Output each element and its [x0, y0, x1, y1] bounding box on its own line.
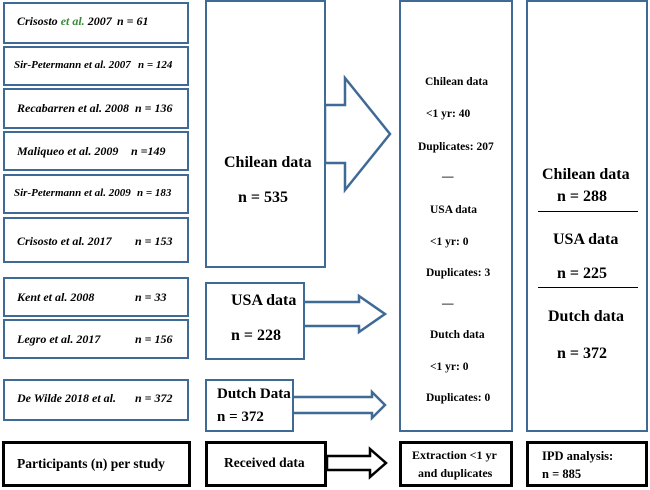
study-author: Legro et al. 2017 — [17, 332, 101, 346]
study-n: n = 153 — [135, 234, 173, 248]
footer-ipd-box: IPD analysis: n = 885 — [526, 441, 648, 487]
study-box-crisosto-2007: Crisosto et al. 2007 n = 61 — [3, 2, 189, 44]
received-usa-label: USA data — [231, 292, 297, 309]
ipd-usa-n: n = 225 — [557, 265, 608, 282]
study-author: Maliqueo et al. 2009 — [17, 144, 119, 158]
study-author: Recabarren et al. 2008 — [17, 101, 129, 115]
received-chilean-box: Chilean data n = 535 — [205, 0, 326, 268]
study-box-recabarren-2008: Recabarren et al. 2008 n = 136 — [3, 88, 189, 129]
footer-extraction-line2: and duplicates — [418, 466, 493, 480]
arrow-usa — [301, 293, 388, 335]
footer-participants-box: Participants (n) per study — [2, 441, 191, 487]
study-author: Crisosto et al. 2017 — [17, 234, 112, 248]
study-box-crisosto-2017: Crisosto et al. 2017 n = 153 — [3, 217, 189, 263]
study-n: n = 61 — [117, 14, 149, 28]
study-n: n = 33 — [135, 290, 167, 304]
study-box-de-wilde-2018: De Wilde 2018 et al. n = 372 — [3, 379, 189, 421]
received-usa-box: USA data n = 228 — [205, 282, 305, 360]
extraction-box: Chilean data <1 yr: 40 Duplicates: 207 —… — [399, 0, 513, 432]
extraction-line: USA data — [430, 204, 477, 216]
ipd-box: Chilean data n = 288 USA data n = 225 Du… — [526, 0, 648, 432]
study-box-maliqueo-2009: Maliqueo et al. 2009 n =149 — [3, 131, 189, 171]
received-chilean-n: n = 535 — [238, 189, 289, 206]
ipd-usa-label: USA data — [553, 231, 619, 248]
study-box-sir-petermann-2009: Sir-Petermann et al. 2009 n = 183 — [3, 174, 189, 214]
arrow-dutch — [290, 388, 387, 422]
ipd-chilean-label: Chilean data — [542, 166, 630, 183]
footer-ipd-line2: n = 885 — [542, 467, 582, 481]
footer-extraction-line1: Extraction <1 yr — [412, 448, 497, 462]
study-n: n = 183 — [137, 187, 172, 199]
study-author: De Wilde 2018 et al. — [17, 391, 116, 405]
study-box-legro-2017: Legro et al. 2017 n = 156 — [3, 319, 189, 359]
extraction-line: Duplicates: 0 — [426, 392, 491, 404]
study-n: n = 124 — [138, 59, 173, 71]
study-n: n =149 — [131, 144, 166, 158]
study-author: Kent et al. 2008 — [17, 290, 95, 304]
extraction-line: Chilean data — [425, 76, 488, 88]
study-n: n = 156 — [135, 332, 173, 346]
study-n: n = 136 — [135, 101, 173, 115]
received-dutch-box: Dutch Data n = 372 — [205, 379, 294, 432]
ipd-dutch-label: Dutch data — [548, 308, 625, 325]
extraction-separator: — — [442, 171, 454, 183]
study-box-sir-petermann-2007: Sir-Petermann et al. 2007 n = 124 — [3, 46, 189, 86]
footer-ipd-line1: IPD analysis: — [542, 449, 614, 463]
ipd-divider — [538, 211, 638, 212]
ipd-chilean-n: n = 288 — [557, 188, 608, 205]
arrow-chilean — [323, 74, 392, 194]
extraction-line: <1 yr: 40 — [426, 108, 471, 120]
footer-received-box: Received data — [205, 441, 327, 487]
received-dutch-label: Dutch Data — [217, 386, 291, 402]
arrow-footer — [325, 446, 388, 480]
received-usa-n: n = 228 — [231, 327, 282, 344]
extraction-line: <1 yr: 0 — [430, 361, 469, 373]
study-n: n = 372 — [135, 391, 173, 405]
footer-participants: Participants (n) per study — [17, 456, 165, 471]
received-chilean-label: Chilean data — [224, 154, 312, 171]
study-author: Sir-Petermann et al. 2009 — [14, 187, 131, 199]
footer-extraction-box: Extraction <1 yr and duplicates — [399, 441, 513, 487]
extraction-separator: — — [442, 298, 454, 310]
extraction-line: Dutch data — [430, 329, 485, 341]
ipd-divider — [538, 287, 638, 288]
received-dutch-n: n = 372 — [217, 409, 264, 425]
footer-received: Received data — [224, 455, 305, 470]
extraction-line: Duplicates: 207 — [418, 141, 494, 153]
study-box-kent-2008: Kent et al. 2008 n = 33 — [3, 277, 189, 317]
extraction-line: Duplicates: 3 — [426, 267, 491, 279]
study-author: Sir-Petermann et al. 2007 — [14, 59, 131, 71]
ipd-dutch-n: n = 372 — [557, 345, 608, 362]
study-author: Crisosto et al. 2007 — [17, 14, 112, 28]
extraction-line: <1 yr: 0 — [430, 236, 469, 248]
